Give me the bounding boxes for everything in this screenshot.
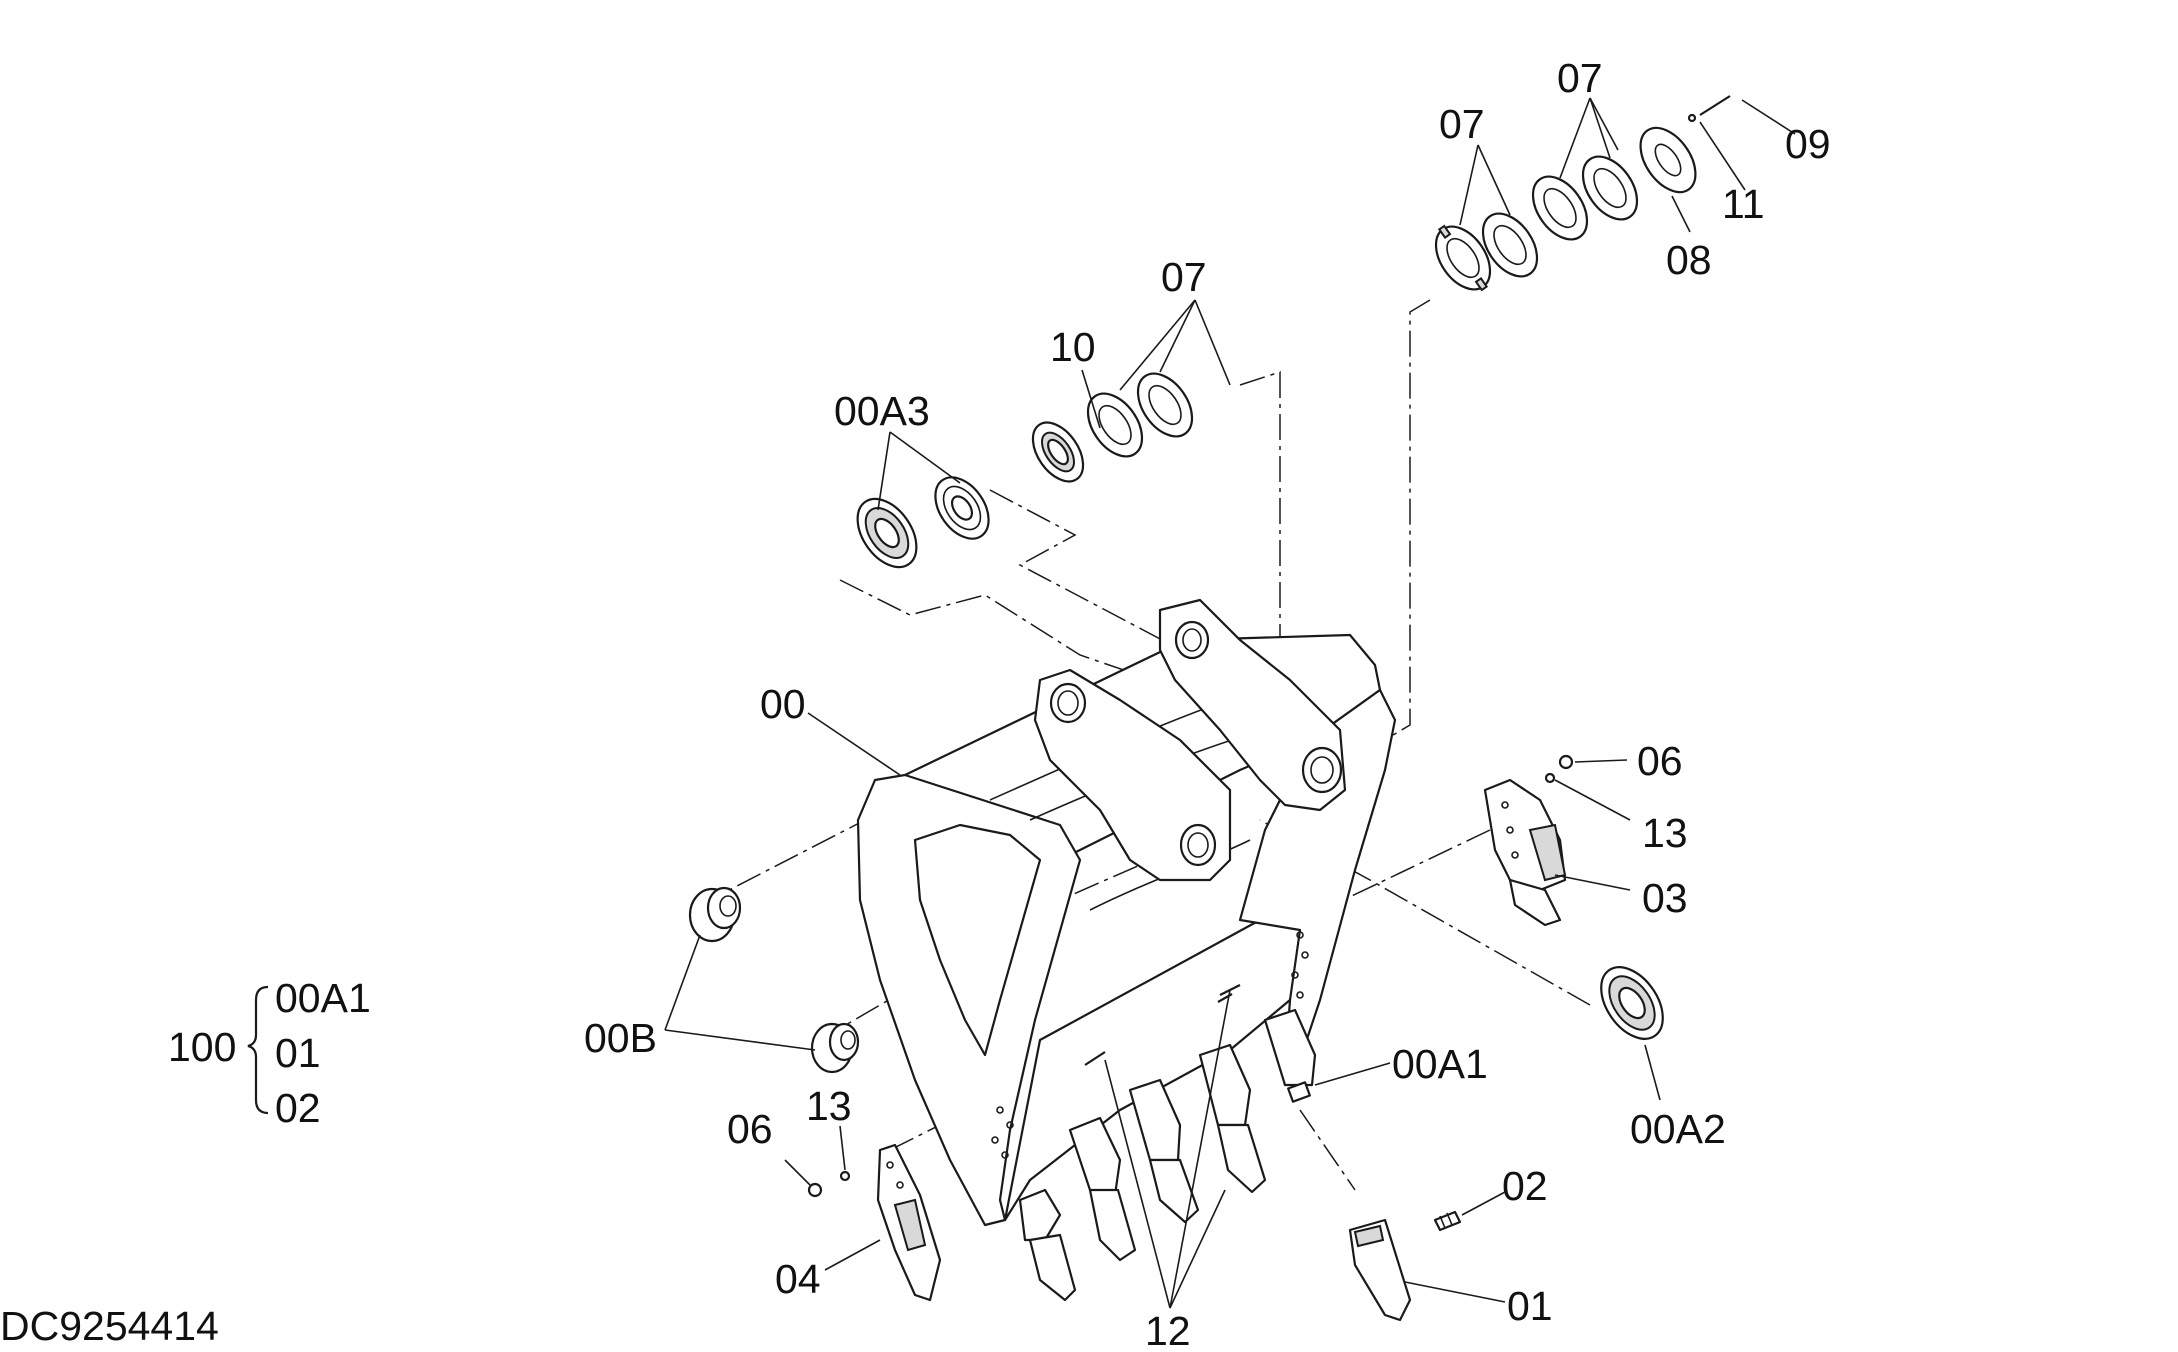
- bushing-00A3-group: [856, 476, 990, 569]
- callout-06: 06: [1637, 738, 1683, 784]
- assembly-legend: 100 00A1 01 02: [168, 975, 371, 1131]
- callout-07: 07: [1557, 55, 1603, 101]
- assembly-member: 02: [275, 1085, 321, 1131]
- callout-00A3: 00A3: [834, 388, 930, 434]
- bolt-09: [1699, 95, 1731, 116]
- shim-group-upper-right: [1434, 95, 1731, 292]
- bushing-00B-upper: [688, 886, 742, 943]
- washer-11: [1687, 113, 1697, 123]
- nut-06-left: [807, 1182, 823, 1198]
- callout-09: 09: [1785, 121, 1831, 167]
- callout-01: 01: [1507, 1283, 1553, 1329]
- callout-08: 08: [1666, 237, 1712, 283]
- callout-06: 06: [727, 1106, 773, 1152]
- retainer-plate: [1639, 126, 1697, 194]
- callout-13: 13: [1642, 810, 1688, 856]
- spacer-10: [1031, 421, 1085, 483]
- bushing-00B-lower: [810, 1022, 860, 1074]
- callout-13: 13: [806, 1083, 852, 1129]
- callout-11: 11: [1722, 181, 1765, 227]
- adapters-and-teeth: [1018, 984, 1462, 1322]
- callout-00B: 00B: [584, 1015, 657, 1061]
- callout-labels: 07 07 09 11 08 07 10 00A3 00 06 13 03 00…: [584, 55, 1831, 1352]
- callout-07: 07: [1439, 101, 1485, 147]
- callout-00: 00: [760, 681, 806, 727]
- side-cutter-03: [1483, 778, 1567, 927]
- callout-03: 03: [1642, 875, 1688, 921]
- callout-02: 02: [1502, 1163, 1548, 1209]
- washer-13-right: [1544, 772, 1556, 784]
- assembly-member: 01: [275, 1030, 321, 1076]
- assembly-member: 00A1: [275, 975, 371, 1021]
- bushing-00A2: [1600, 966, 1664, 1040]
- shim-group-middle: [1086, 372, 1194, 458]
- drawing-number: DC9254414: [0, 1303, 219, 1349]
- callout-00A1: 00A1: [1392, 1041, 1488, 1087]
- assembly-code: 100: [168, 1024, 236, 1070]
- leader-lines: [664, 97, 1796, 1309]
- nut-06-right: [1558, 754, 1574, 770]
- washer-13-left: [839, 1170, 851, 1182]
- side-cutter-04: [876, 1143, 942, 1302]
- callout-10: 10: [1050, 324, 1096, 370]
- assembly-bracket: [247, 985, 269, 1115]
- callout-12: 12: [1145, 1308, 1191, 1352]
- bucket-body: [856, 598, 1397, 1227]
- callout-07: 07: [1161, 254, 1207, 300]
- callout-00A2: 00A2: [1630, 1106, 1726, 1152]
- callout-04: 04: [775, 1256, 821, 1302]
